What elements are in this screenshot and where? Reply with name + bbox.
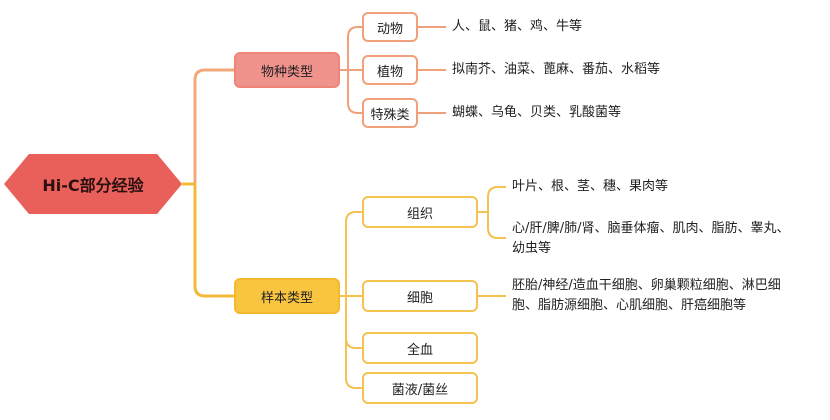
- tissue-node[interactable]: 组织: [362, 196, 478, 228]
- whole-blood-node[interactable]: 全血: [362, 332, 478, 364]
- cell-label: 细胞: [406, 290, 433, 306]
- sample-type-label: 样本类型: [260, 290, 313, 306]
- connector-root-species: [182, 68, 234, 186]
- connector-root-sample: [182, 182, 234, 298]
- special-label: 特殊类: [370, 107, 410, 123]
- connector-tissue-leaf1: [478, 186, 506, 213]
- connector-sample-blood: [345, 296, 362, 349]
- tissue-detail-animal-line1: 心/肝/脾/肺/肾、脑垂体瘤、肌肉、脂肪、睾丸、: [512, 221, 790, 236]
- plant-detail: 拟南芥、油菜、蓖麻、番茄、水稻等: [452, 62, 661, 77]
- animal-label: 动物: [376, 21, 403, 37]
- sample-type-node[interactable]: 样本类型: [234, 278, 340, 314]
- fungi-label: 菌液/菌丝: [391, 382, 449, 398]
- connector-sample-tissue: [340, 211, 362, 297]
- fungi-node[interactable]: 菌液/菌丝: [362, 372, 478, 404]
- plant-node[interactable]: 植物: [362, 55, 418, 85]
- animal-node[interactable]: 动物: [362, 12, 418, 42]
- whole-blood-label: 全血: [406, 342, 433, 358]
- cell-detail-line2: 胞、脂肪源细胞、心肌细胞、肝癌细胞等: [512, 298, 747, 313]
- tissue-detail-animal-line2: 幼虫等: [512, 241, 552, 256]
- connector-tissue-leaf2: [487, 212, 506, 239]
- animal-detail: 人、鼠、猪、鸡、牛等: [452, 19, 583, 34]
- tissue-label: 组织: [406, 206, 433, 222]
- connector-sample-fungi: [345, 338, 362, 389]
- species-type-node[interactable]: 物种类型: [234, 52, 340, 88]
- tissue-detail-plant: 叶片、根、茎、穗、果肉等: [512, 179, 669, 194]
- connector-species-special: [347, 70, 362, 114]
- species-type-label: 物种类型: [260, 64, 313, 80]
- special-node[interactable]: 特殊类: [362, 98, 418, 128]
- root-node[interactable]: Hi-C部分经验: [4, 154, 182, 214]
- plant-label: 植物: [376, 64, 403, 80]
- cell-detail-line1: 胚胎/神经/造血干细胞、卵巢颗粒细胞、淋巴细: [512, 278, 781, 293]
- connector-species-animal: [340, 26, 362, 71]
- root-label: Hi-C部分经验: [42, 176, 144, 195]
- special-detail: 蝴蝶、乌龟、贝类、乳酸菌等: [452, 105, 622, 120]
- cell-node[interactable]: 细胞: [362, 280, 478, 312]
